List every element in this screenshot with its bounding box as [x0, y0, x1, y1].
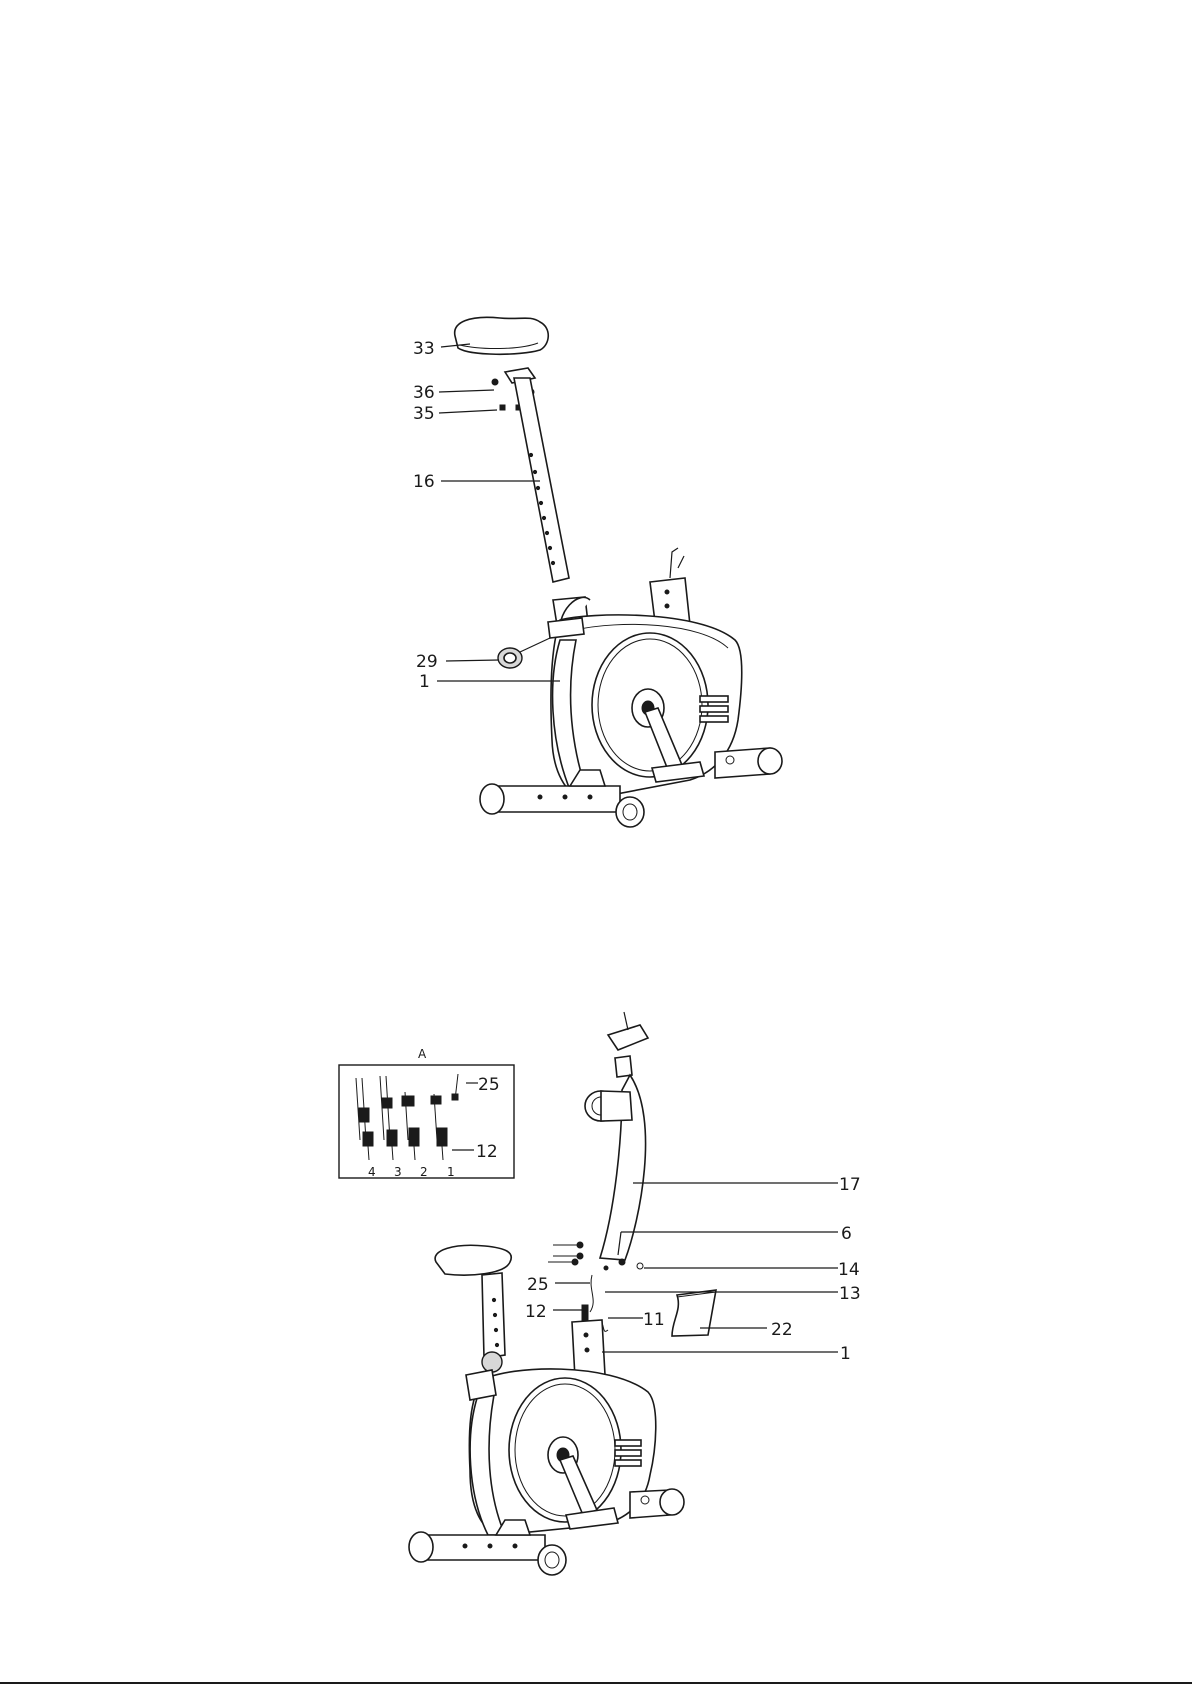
inset-step-1: 1 — [447, 1165, 455, 1179]
callout-33: 33 — [413, 339, 435, 359]
inset-callout-12: 12 — [476, 1142, 498, 1162]
callout-6: 6 — [841, 1224, 852, 1244]
adjustment-knob-part-29 — [498, 638, 550, 668]
seat-post-part-16 — [514, 378, 569, 582]
inset-title: A — [418, 1047, 427, 1061]
leader-line-36 — [439, 390, 494, 392]
callout-25: 25 — [527, 1275, 549, 1295]
callout-14: 14 — [838, 1260, 860, 1280]
cover-part-22 — [672, 1290, 716, 1336]
inset-callout-25: 25 — [478, 1075, 500, 1095]
inset-step-2: 2 — [420, 1165, 428, 1179]
leader-line-35 — [439, 410, 497, 413]
callout-11: 11 — [643, 1310, 665, 1330]
figure-1-seat-assembly: 33 36 35 16 29 1 — [413, 317, 782, 827]
inset-detail-a: A — [339, 1047, 514, 1179]
callout-1-fig2: 1 — [840, 1344, 851, 1364]
callout-13: 13 — [839, 1284, 861, 1304]
figure-2-handlebar-assembly: A — [339, 1012, 861, 1575]
callout-36: 36 — [413, 383, 435, 403]
callout-22: 22 — [771, 1320, 793, 1340]
inset-step-3: 3 — [394, 1165, 402, 1179]
leader-line-29 — [446, 660, 499, 661]
callout-35: 35 — [413, 404, 435, 424]
page-bottom-rule — [0, 1682, 1192, 1684]
seat-part-33 — [455, 317, 549, 354]
callout-17: 17 — [839, 1175, 861, 1195]
callout-1: 1 — [419, 672, 430, 692]
callout-12: 12 — [525, 1302, 547, 1322]
callout-29: 29 — [416, 652, 438, 672]
callout-16: 16 — [413, 472, 435, 492]
handlebar-post-part-17 — [585, 1012, 648, 1260]
main-frame-part-1 — [480, 548, 782, 827]
inset-step-4: 4 — [368, 1165, 376, 1179]
